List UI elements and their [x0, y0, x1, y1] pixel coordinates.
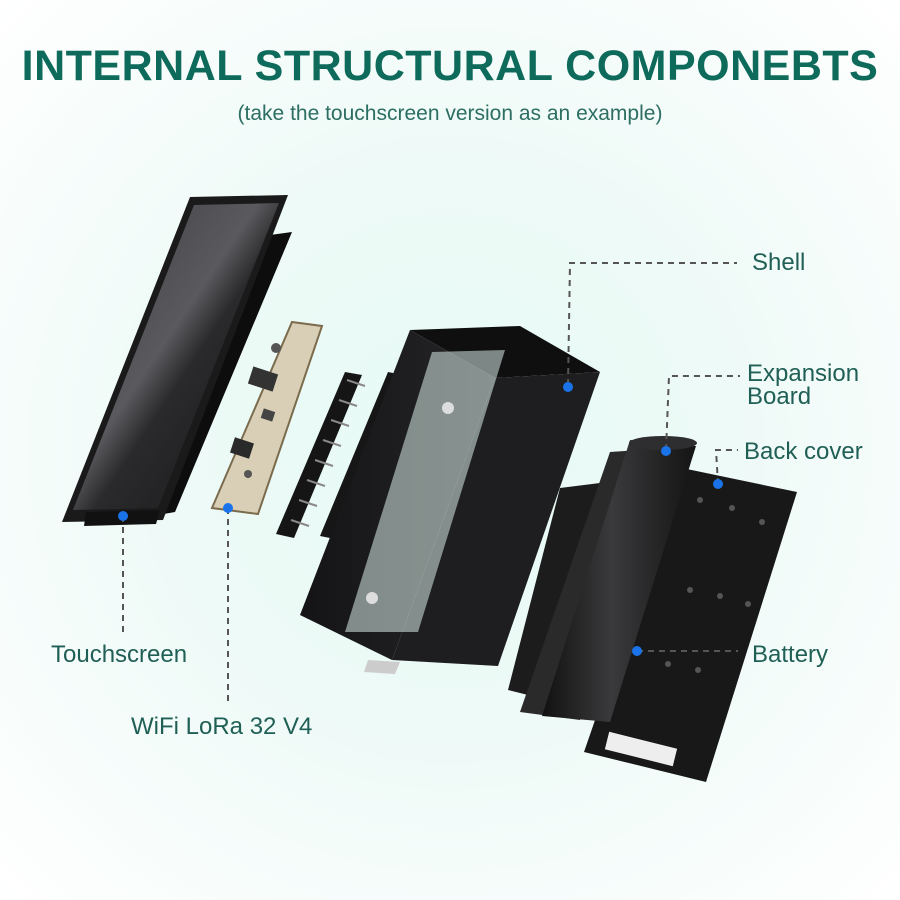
expansion-board-marker-dot — [661, 446, 671, 456]
back-cover-label: Back cover — [744, 438, 863, 465]
battery-marker-dot — [632, 646, 642, 656]
marker-dots — [118, 382, 723, 656]
touchscreen-label: Touchscreen — [51, 641, 188, 668]
touchscreen-part — [62, 195, 292, 526]
shell-label: Shell — [752, 249, 806, 276]
back-cover-part — [584, 468, 797, 782]
expansion-board-leader-line — [665, 375, 740, 451]
back-cover-marker-dot — [713, 479, 723, 489]
touchscreen-marker-dot — [118, 511, 128, 521]
page-title: INTERNAL STRUCTURAL COMPONEBTS — [21, 42, 879, 90]
leader-lines — [122, 262, 740, 705]
shell-leader-line — [567, 262, 737, 386]
back-cover-leader-line — [714, 449, 738, 485]
battery-part — [542, 436, 697, 722]
shell-marker-dot — [563, 382, 573, 392]
wifi-lora-board-part — [210, 320, 324, 516]
expansion-board-label-line2: Board — [747, 383, 812, 410]
page-subtitle: (take the touchscreen version as an exam… — [237, 102, 663, 125]
battery-label: Battery — [752, 641, 829, 668]
wifi-lora-marker-dot — [223, 503, 233, 513]
expansion-board-label-line1: Expansion — [747, 360, 860, 387]
shell-part — [300, 326, 600, 674]
wifi-lora-label: WiFi LoRa 32 V4 — [131, 713, 313, 740]
